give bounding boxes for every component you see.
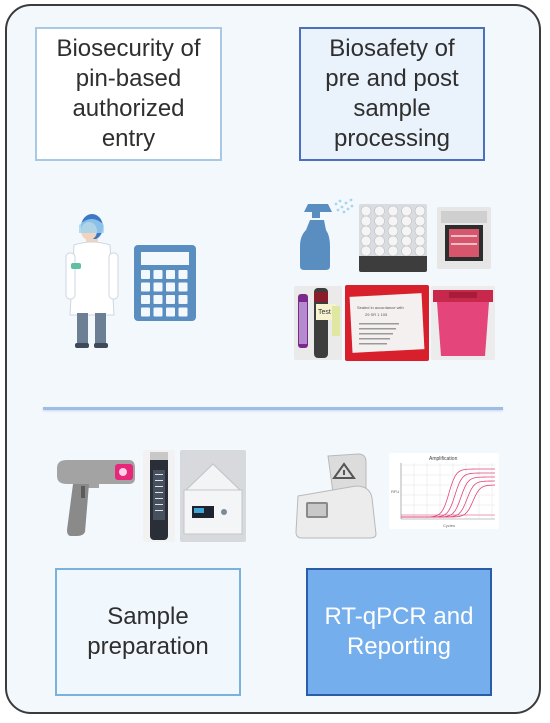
tube-label-text: Test	[318, 309, 331, 316]
tube-rack-photo	[359, 204, 427, 272]
biosecurity-line-2: pin-based	[75, 65, 182, 92]
sealed-bag-photo: Sealed in accordance with 29 SR 1 105	[345, 285, 429, 361]
rtqpcr-reporting-box: RT-qPCR and Reporting	[306, 568, 492, 696]
bag-label-line-1: Sealed in accordance with	[357, 305, 404, 310]
rtqpcr-line-2: Reporting	[346, 633, 452, 660]
scientist-icon	[65, 214, 119, 348]
biosafety-box: Biosafety of pre and post sample process…	[299, 27, 485, 161]
sample-prep-line-1: Sample	[107, 603, 189, 630]
rtqpcr-line-1: RT-qPCR and	[324, 603, 474, 630]
pcr-machine-icon	[295, 453, 377, 539]
biosecurity-line-4: entry	[101, 125, 156, 152]
bag-label-line-2: 29 SR 1 105	[365, 312, 388, 317]
biosafety-line-3: sample	[353, 95, 431, 122]
calculator-icon	[134, 245, 196, 321]
sample-cartridge-photo	[143, 450, 175, 542]
biosafety-line-2: pre and post	[325, 65, 459, 92]
biosecurity-box: Biosecurity of pin-based authorized entr…	[35, 27, 222, 161]
specimen-tubes-photo: Test	[294, 286, 342, 360]
section-divider	[43, 407, 503, 410]
amplification-title: Amplification	[429, 456, 458, 462]
biosecurity-line-1: Biosecurity of	[56, 35, 201, 62]
autoclave-photo	[437, 207, 491, 269]
spray-bottle-icon	[300, 198, 354, 270]
sample-preparation-box: Sample preparation	[55, 568, 241, 696]
biosafety-line-4: processing	[333, 125, 451, 152]
barcode-scanner-icon	[57, 460, 135, 536]
amplification-xlabel: Cycles	[443, 523, 455, 528]
sample-prep-line-2: preparation	[87, 633, 209, 660]
amplification-ylabel: RFU	[391, 489, 399, 494]
biohazard-bin-photo	[431, 286, 495, 360]
biosafety-line-1: Biosafety of	[329, 35, 455, 62]
amplification-plot-photo: Amplification Cycles RFU	[389, 453, 499, 529]
heating-block-photo	[180, 450, 246, 542]
biosecurity-line-3: authorized	[72, 95, 185, 122]
